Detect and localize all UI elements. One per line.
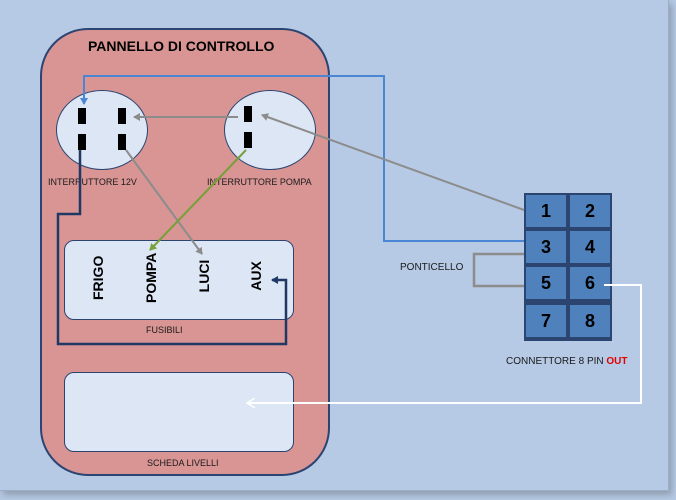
switch-pump-label: INTERRUTTORE POMPA — [207, 177, 312, 187]
switch-pump-pin — [244, 132, 252, 148]
switch-12v-pin — [118, 108, 126, 124]
level-board — [64, 372, 294, 452]
wire-gray-pin1 — [261, 113, 525, 211]
connector-pin-4: 4 — [570, 231, 610, 263]
switch-12v — [56, 90, 148, 170]
wire-white-level — [248, 284, 642, 403]
switch-pump-pin — [244, 106, 252, 122]
panel-title: PANNELLO DI CONTROLLO — [88, 38, 275, 54]
switch-12v-pin — [118, 134, 126, 150]
wire-green-pompa — [149, 149, 247, 251]
connector-pin-3: 3 — [526, 231, 566, 263]
level-board-label: SCHEDA LIVELLI — [147, 458, 219, 468]
fuse-box — [64, 240, 294, 320]
wire-gray-luci — [125, 149, 203, 255]
switch-12v-pin — [78, 108, 86, 124]
connector-8pin: 1 2 3 4 5 6 7 8 — [524, 193, 612, 341]
connector-pin-1: 1 — [526, 195, 566, 227]
switch-12v-pin — [78, 134, 86, 150]
connector-pin-8: 8 — [570, 305, 610, 337]
fuse-box-label: FUSIBILI — [146, 325, 183, 335]
connector-label: CONNETTORE 8 PIN OUT — [506, 356, 628, 367]
connector-pin-7: 7 — [526, 305, 566, 337]
connector-pin-5: 5 — [526, 267, 566, 299]
connector-out-label: OUT — [606, 356, 628, 367]
wire-dark-aux — [56, 150, 288, 346]
jumper-label: PONTICELLO — [400, 262, 464, 273]
wire-jumper — [472, 252, 524, 288]
connector-label-text: CONNETTORE 8 PIN — [506, 356, 604, 367]
connector-pin-2: 2 — [570, 195, 610, 227]
wire-blue — [80, 75, 524, 242]
connector-pin-6: 6 — [570, 267, 610, 299]
switch-12v-label: INTERRUTTORE 12V — [48, 177, 137, 187]
